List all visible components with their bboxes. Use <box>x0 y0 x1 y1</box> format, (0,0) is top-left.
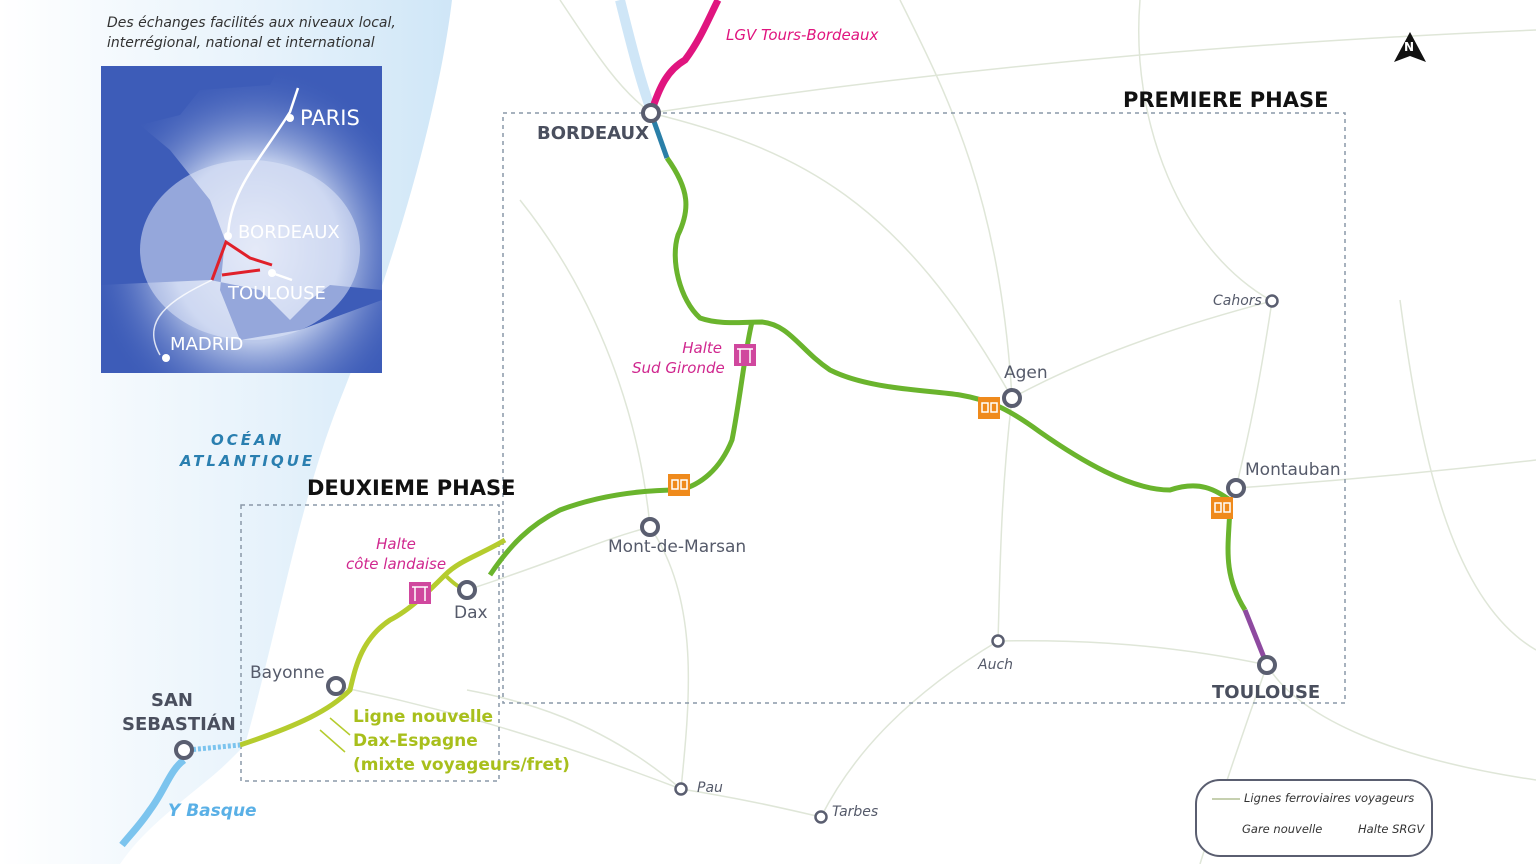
station-agen <box>1002 388 1022 408</box>
station-san-sebastian <box>174 740 194 760</box>
inset-glow <box>140 160 360 340</box>
city-san-sebastian: SAN SEBASTIÁN <box>122 689 236 737</box>
station-dax <box>457 580 477 600</box>
legend-box <box>1195 779 1433 857</box>
halte-label-line: Sud Gironde <box>632 359 725 377</box>
inset-label-paris: PARIS <box>300 106 360 130</box>
inset-gpso-red <box>210 239 273 281</box>
north-arrow-icon <box>1394 32 1426 62</box>
station-mont-de-marsan <box>640 517 660 537</box>
river-gironde <box>615 0 656 112</box>
lgv-label: LGV Tours-Bordeaux <box>726 26 879 44</box>
city-agen: Agen <box>1004 363 1048 383</box>
city-dax: Dax <box>454 603 488 623</box>
legend-lines-label: Lignes ferroviaires voyageurs <box>1244 791 1415 805</box>
gare-nouvelle-icons <box>668 397 1236 840</box>
station-montauban <box>1226 478 1246 498</box>
first-phase-title: PREMIERE PHASE <box>1123 88 1329 112</box>
inset-label-madrid: MADRID <box>170 334 244 355</box>
dax-espagne-line-text: (mixte voyageurs/fret) <box>353 755 570 775</box>
halte-cote-landaise-label: Halte côte landaise <box>346 534 446 574</box>
station-auch <box>991 634 1005 648</box>
dax-espagne-line-text: Dax-Espagne <box>353 731 478 751</box>
dotted-border-link <box>187 742 241 753</box>
ocean-line: OCÉAN <box>210 431 285 449</box>
legend-gare-label: Gare nouvelle <box>1242 822 1323 836</box>
second-phase-title: DEUXIEME PHASE <box>307 476 516 500</box>
station-toulouse <box>1257 655 1277 675</box>
dax-espagne-line <box>239 537 507 748</box>
inset-label-bordeaux: BORDEAUX <box>238 222 340 243</box>
inset-label-toulouse: TOULOUSE <box>228 283 326 304</box>
background-roads <box>335 0 1536 864</box>
lgv-line <box>647 0 722 115</box>
station-tarbes <box>814 810 828 824</box>
inset-route-paris <box>226 87 300 237</box>
halte-label-line: côte landaise <box>346 555 447 573</box>
station-pau <box>674 782 688 796</box>
halte-sud-gironde-label: Halte Sud Gironde <box>632 338 725 378</box>
city-cahors: Cahors <box>1213 293 1262 309</box>
dax-espagne-pointer <box>319 717 351 753</box>
y-basque-line <box>119 757 187 848</box>
dax-espagne-label: Ligne nouvelle Dax-Espagne (mixte voyage… <box>353 705 570 777</box>
station-cahors <box>1265 294 1279 308</box>
intro-line: interrégional, national et international <box>107 35 375 51</box>
city-pau: Pau <box>697 780 723 796</box>
city-bayonne: Bayonne <box>250 663 325 683</box>
north-label: N <box>1404 40 1415 54</box>
toulouse-segment <box>1242 609 1268 661</box>
ocean-label: OCÉAN ATLANTIQUE <box>180 430 315 472</box>
station-markers <box>174 103 1279 824</box>
y-basque-label: Y Basque <box>168 801 257 821</box>
first-phase-box <box>502 112 1346 704</box>
intro-line: Des échanges facilités aux niveaux local… <box>107 15 396 31</box>
dax-espagne-line-text: Ligne nouvelle <box>353 707 494 727</box>
city-montauban: Montauban <box>1245 460 1341 480</box>
city-auch: Auch <box>978 657 1014 673</box>
second-phase-box <box>240 504 500 782</box>
city-toulouse: TOULOUSE <box>1212 682 1321 703</box>
halte-icon <box>734 344 756 366</box>
city-line: SAN <box>151 690 193 711</box>
halte-label-line: Halte <box>376 535 416 553</box>
station-bordeaux <box>641 103 661 123</box>
intro-text: Des échanges facilités aux niveaux local… <box>107 13 396 53</box>
legend-halte-label: Halte SRGV <box>1358 822 1425 836</box>
halte-icon <box>409 582 431 604</box>
ocean-line: ATLANTIQUE <box>180 452 316 470</box>
city-mont-de-marsan: Mont-de-Marsan <box>608 537 747 557</box>
halte-label-line: Halte <box>682 339 722 357</box>
green-line-north <box>664 156 1248 612</box>
city-tarbes: Tarbes <box>832 804 879 820</box>
inset-route-madrid <box>153 279 213 356</box>
city-bordeaux: BORDEAUX <box>537 123 649 144</box>
city-line: SEBASTIÁN <box>122 714 236 735</box>
station-bayonne <box>326 676 346 696</box>
